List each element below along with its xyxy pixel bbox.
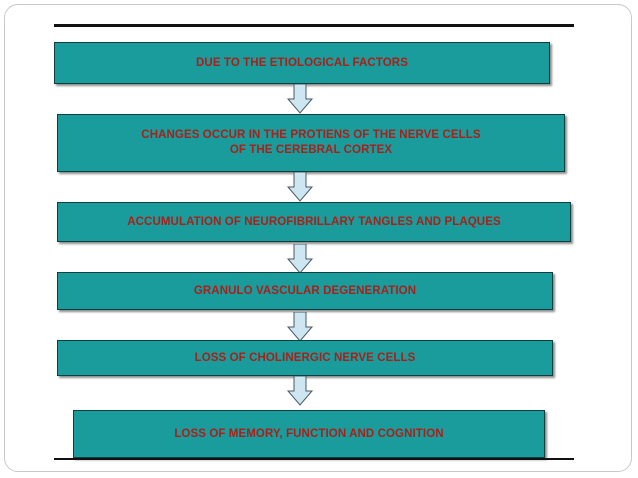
flow-step-tangles-plaques: ACCUMULATION OF NEUROFIBRILLARY TANGLES … xyxy=(57,202,571,242)
down-arrow-icon xyxy=(286,172,314,202)
top-rule xyxy=(54,24,574,27)
step-label: CHANGES OCCUR IN THE PROTIENS OF THE NER… xyxy=(141,129,481,156)
step-label: DUE TO THE ETIOLOGICAL FACTORS xyxy=(196,56,408,69)
step-label: LOSS OF CHOLINERGIC NERVE CELLS xyxy=(194,351,416,364)
flow-step-granulo-vascular: GRANULO VASCULAR DEGENERATION xyxy=(57,272,553,310)
down-arrow-icon xyxy=(286,244,314,274)
step-label: LOSS OF MEMORY, FUNCTION AND COGNITION xyxy=(174,427,444,440)
step-label: GRANULO VASCULAR DEGENERATION xyxy=(193,284,417,297)
flow-step-memory-loss: LOSS OF MEMORY, FUNCTION AND COGNITION xyxy=(73,410,545,458)
step-label: ACCUMULATION OF NEUROFIBRILLARY TANGLES … xyxy=(127,215,501,228)
flow-step-etiology: DUE TO THE ETIOLOGICAL FACTORS xyxy=(54,42,550,84)
bottom-rule xyxy=(54,458,574,460)
flow-step-cholinergic-loss: LOSS OF CHOLINERGIC NERVE CELLS xyxy=(57,340,553,376)
down-arrow-icon xyxy=(286,376,314,406)
down-arrow-icon xyxy=(286,312,314,342)
down-arrow-icon xyxy=(286,84,314,114)
flow-step-protein-changes: CHANGES OCCUR IN THE PROTIENS OF THE NER… xyxy=(57,114,565,172)
